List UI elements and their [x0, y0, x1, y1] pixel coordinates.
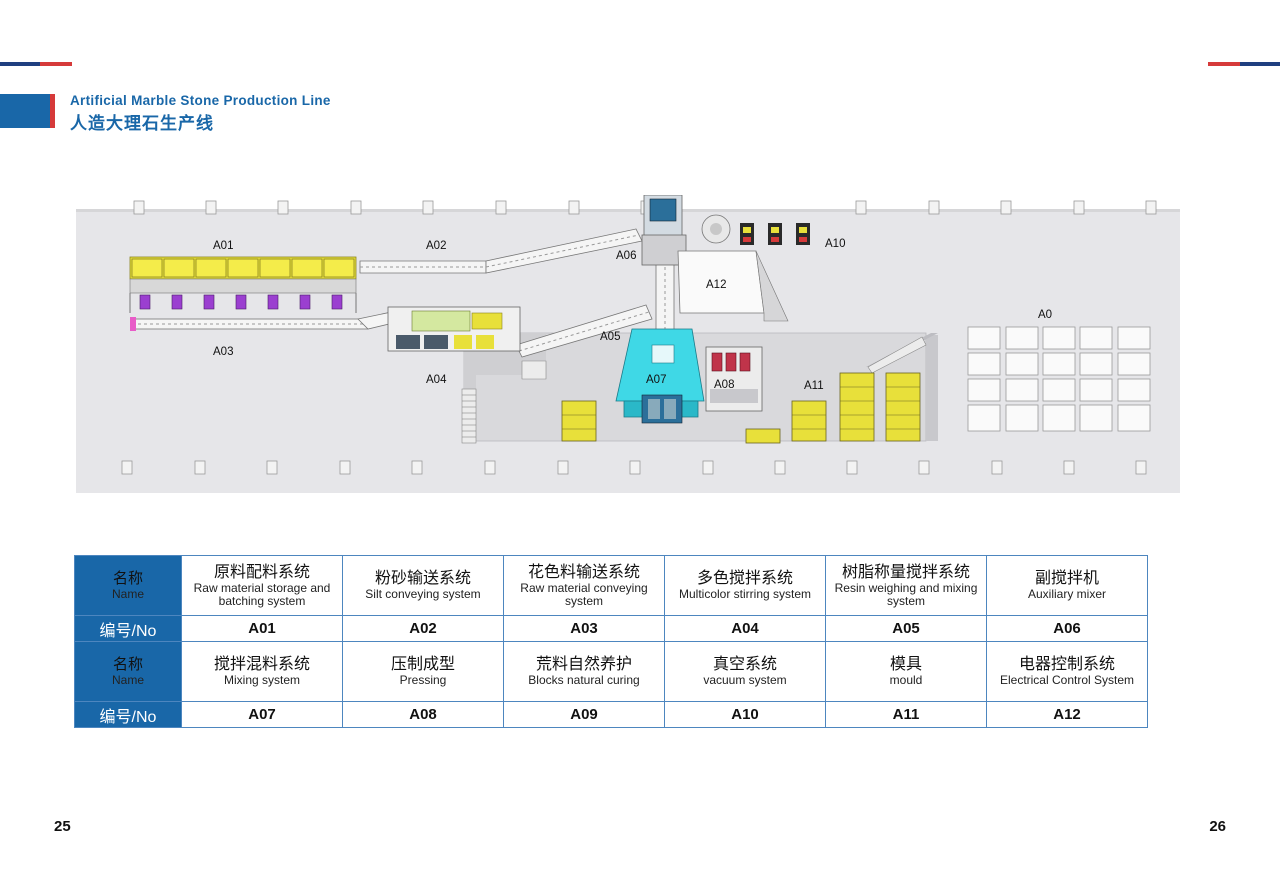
- stairs: [461, 336, 927, 444]
- legend-code-a07: A07: [181, 701, 343, 728]
- plan-label-a03: A03: [213, 346, 233, 358]
- conveyor-a05: [515, 304, 653, 358]
- top-left-accent-stripe: [0, 62, 72, 66]
- a11-molds: [561, 372, 921, 444]
- plan-label-a08: A08: [714, 379, 734, 391]
- a10-vacuum-units: [701, 214, 810, 245]
- title-marker-accent: [50, 94, 55, 128]
- legend-code-a12: A12: [986, 701, 1148, 728]
- legend-code-a03: A03: [503, 615, 665, 642]
- legend-code-a09: A09: [503, 701, 665, 728]
- plan-label-a05: A05: [600, 331, 620, 343]
- a12-electrical-room: [677, 250, 789, 322]
- page-title-cn: 人造大理石生产线: [70, 114, 214, 133]
- plan-label-a11: A11: [804, 380, 824, 392]
- legend-header-name: 名称 Name: [74, 555, 182, 616]
- a09-curing-blocks: [967, 326, 1151, 432]
- legend-code-a02: A02: [342, 615, 504, 642]
- plan-label-a01: A01: [213, 240, 233, 252]
- title-marker-bar: [0, 94, 50, 128]
- a08-pressing: [705, 346, 763, 412]
- production-line-floor-plan: A01 A02 A03 A04 A05 A06 A07 A08 A0 A10 A…: [76, 195, 1180, 493]
- legend-header-no-2: 编号/No: [74, 701, 182, 728]
- conveyor-a02: [359, 228, 643, 274]
- plan-label-a04: A04: [426, 374, 447, 386]
- a01-batching-hoppers: [129, 256, 357, 313]
- legend-header-no: 编号/No: [74, 615, 182, 642]
- plan-label-a07: A07: [646, 374, 666, 386]
- plan-label-a06: A06: [616, 250, 636, 262]
- plan-label-a10: A10: [825, 238, 845, 250]
- a04-stirring-system: [387, 306, 521, 352]
- legend-code-a08: A08: [342, 701, 504, 728]
- legend-code-a01: A01: [181, 615, 343, 642]
- column-row-bottom: [121, 460, 1147, 475]
- conveyor-vertical: [641, 195, 687, 334]
- legend-code-a05: A05: [825, 615, 987, 642]
- plan-label-a09: A0: [1038, 309, 1052, 321]
- legend-code-a06: A06: [986, 615, 1148, 642]
- plan-label-a12: A12: [706, 279, 726, 291]
- page-number-left: 25: [54, 818, 71, 835]
- page-number-right: 26: [1209, 818, 1226, 835]
- page-title-en: Artificial Marble Stone Production Line: [70, 93, 331, 108]
- plan-label-a02: A02: [426, 240, 446, 252]
- legend-code-a04: A04: [664, 615, 826, 642]
- legend-code-a10: A10: [664, 701, 826, 728]
- top-right-accent-stripe: [1208, 62, 1280, 66]
- a07-mixing-system: [615, 328, 705, 424]
- legend-code-a11: A11: [825, 701, 987, 728]
- legend-header-name-2: 名称 Name: [74, 641, 182, 702]
